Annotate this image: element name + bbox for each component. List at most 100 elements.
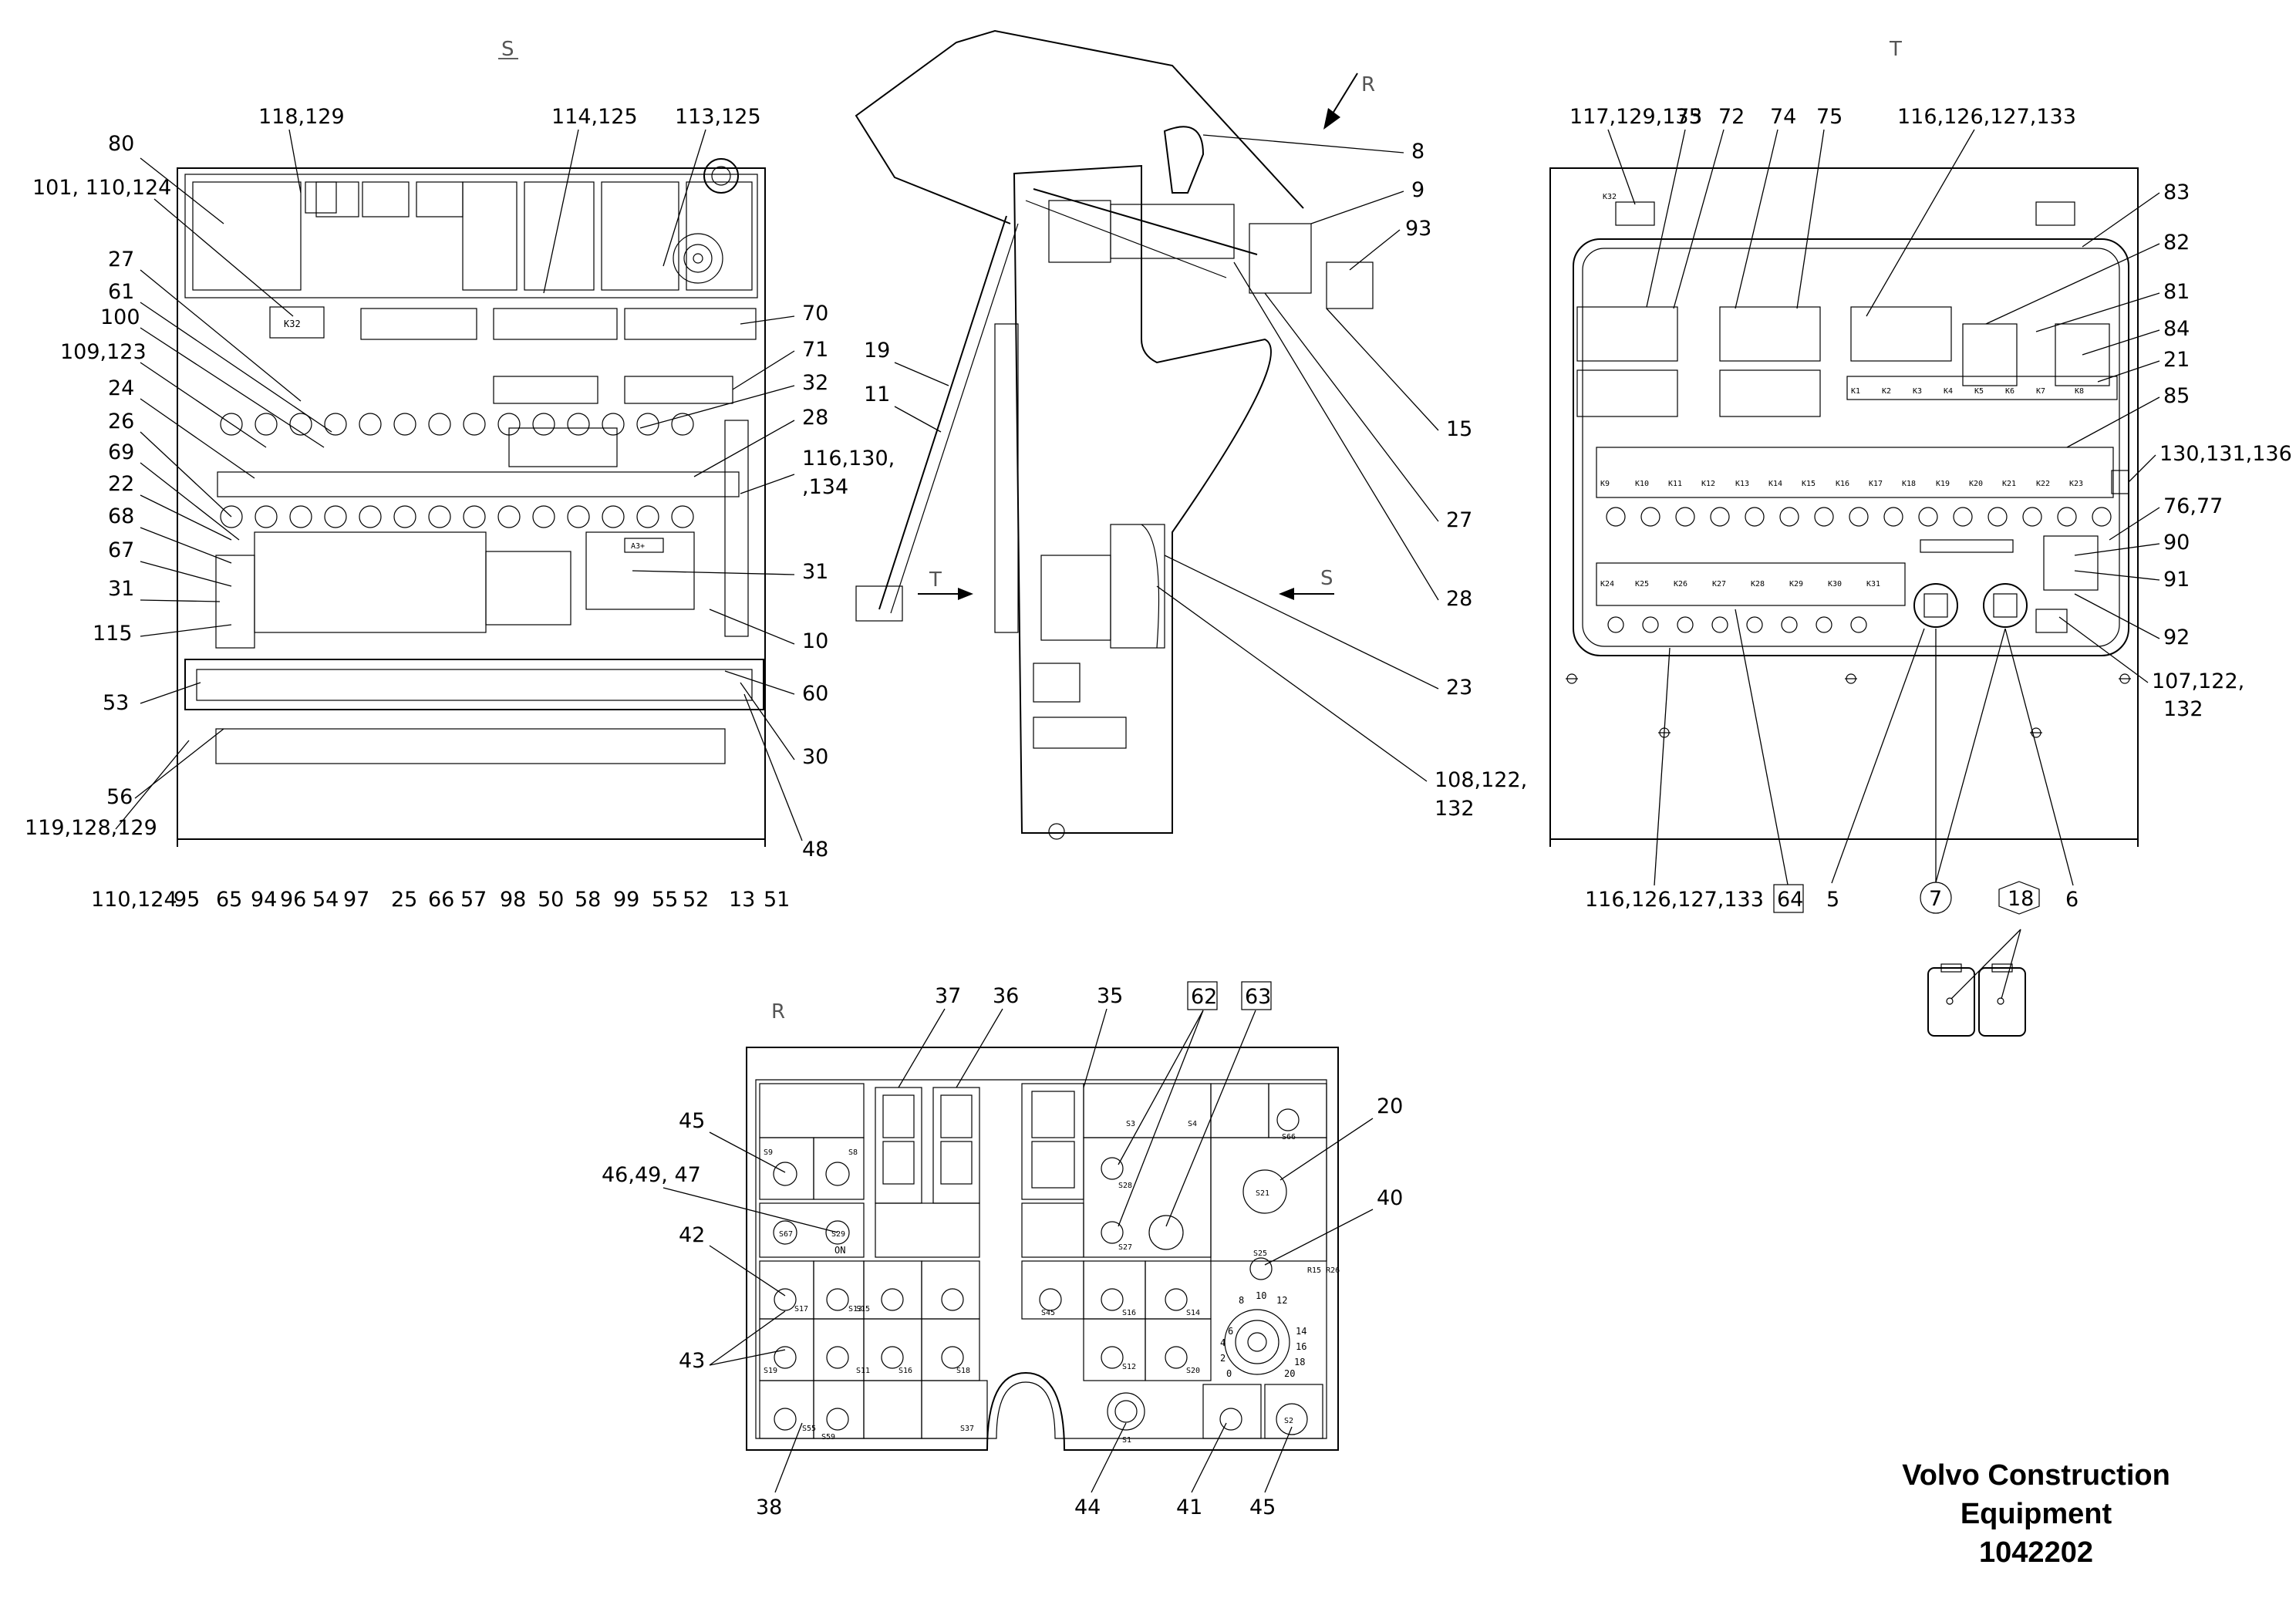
svg-text:99: 99 [613,888,639,912]
svg-text:8: 8 [1411,140,1424,164]
svg-text:58: 58 [575,888,601,912]
svg-text:67: 67 [108,538,134,562]
svg-text:10: 10 [802,629,828,653]
svg-text:116,130,: 116,130, [802,447,895,470]
svg-text:S16: S16 [1122,1309,1136,1317]
svg-text:S9: S9 [764,1148,773,1157]
svg-text:44: 44 [1074,1496,1101,1519]
view-label-s: S [501,38,514,61]
svg-text:57: 57 [460,888,487,912]
svg-text:S37: S37 [960,1425,974,1433]
svg-text:130,131,136: 130,131,136 [2159,442,2292,466]
svg-text:S15: S15 [856,1305,870,1313]
svg-text:K17: K17 [1869,480,1883,488]
svg-text:84: 84 [2163,317,2190,341]
svg-text:S29: S29 [831,1230,845,1239]
svg-text:S66: S66 [1282,1133,1296,1141]
terminal-block-row [360,308,757,404]
svg-text:96: 96 [280,888,306,912]
svg-text:50: 50 [538,888,564,912]
svg-text:36: 36 [993,984,1019,1008]
svg-text:45: 45 [679,1109,705,1133]
svg-text:45: 45 [1249,1496,1276,1519]
svg-text:92: 92 [2163,626,2190,649]
svg-text:K14: K14 [1768,480,1782,488]
title-stamp: Volvo Construction Equipment 1042202 [1836,1456,2237,1572]
svg-text:S4: S4 [1188,1120,1197,1128]
svg-text:27: 27 [1446,508,1472,532]
svg-text:18: 18 [1294,1357,1305,1367]
svg-text:132: 132 [1435,797,1475,821]
svg-text:S2: S2 [1284,1417,1293,1425]
svg-text:K30: K30 [1828,580,1842,588]
svg-text:S8: S8 [848,1148,858,1157]
svg-text:R: R [1361,73,1375,96]
svg-text:S1: S1 [1122,1436,1131,1445]
svg-text:5: 5 [1826,888,1839,912]
svg-text:55: 55 [652,888,678,912]
view-label-t: T [1889,38,1902,61]
view-s-labels: 118,129 114,125 113,125 80 101, 110,124 … [25,105,895,912]
svg-text:S13: S13 [848,1305,862,1313]
svg-text:R15 R26: R15 R26 [1307,1266,1340,1275]
svg-text:65: 65 [216,888,242,912]
svg-text:S11: S11 [856,1367,870,1375]
svg-text:91: 91 [2163,568,2190,592]
svg-text:110,124: 110,124 [91,888,177,912]
svg-text:12: 12 [1276,1295,1287,1306]
svg-text:114,125: 114,125 [551,105,638,129]
svg-text:132: 132 [2163,697,2203,721]
svg-text:K18: K18 [1902,480,1916,488]
svg-text:K31: K31 [1866,580,1880,588]
svg-text:81: 81 [2163,280,2190,304]
svg-text:S28: S28 [1118,1182,1132,1190]
svg-text:K4: K4 [1944,387,1953,396]
svg-text:S21: S21 [1256,1189,1269,1198]
mounting-holes [220,413,694,528]
svg-text:K1: K1 [1851,387,1860,396]
svg-text:K3: K3 [1913,387,1922,396]
svg-text:K27: K27 [1712,580,1726,588]
svg-text:K26: K26 [1674,580,1687,588]
svg-text:80: 80 [108,132,134,156]
svg-text:K6: K6 [2005,387,2014,396]
svg-text:116,126,127,133: 116,126,127,133 [1585,888,1764,912]
callout-box-63 [1241,981,1272,1010]
svg-text:S19: S19 [764,1367,777,1375]
svg-text:69: 69 [108,440,134,464]
svg-text:S27: S27 [1118,1243,1132,1252]
view-r-panel: S9 S8 S67 S29 S3 S4 S66 S21 S28 S27 S25 … [746,1047,1340,1451]
svg-text:75: 75 [1816,105,1843,129]
svg-text:97: 97 [343,888,369,912]
company-line-1: Volvo Construction [1902,1459,2170,1492]
svg-text:48: 48 [802,838,828,862]
svg-text:109,123: 109,123 [60,340,147,364]
svg-text:10: 10 [1256,1290,1266,1301]
svg-text:51: 51 [764,888,790,912]
svg-text:38: 38 [756,1496,782,1519]
svg-text:K15: K15 [1802,480,1816,488]
svg-text:K21: K21 [2002,480,2016,488]
svg-text:31: 31 [108,577,134,601]
svg-text:21: 21 [2163,348,2190,372]
company-line-2: Equipment [1960,1498,2112,1530]
svg-text:T: T [929,568,942,592]
svg-text:62: 62 [1191,985,1217,1009]
svg-text:S18: S18 [956,1367,970,1375]
svg-text:K10: K10 [1635,480,1649,488]
svg-text:30: 30 [802,745,828,769]
svg-text:41: 41 [1176,1496,1202,1519]
top-panel-modules [192,158,753,291]
view-t-labels: 117,129,135 73 72 74 75 116,126,127,133 … [1569,105,2292,915]
view-s-leaders [115,129,803,841]
svg-text:71: 71 [802,338,828,362]
svg-text:24: 24 [108,376,134,400]
svg-text:76,77: 76,77 [2163,494,2223,518]
svg-text:61: 61 [108,280,134,304]
svg-text:4: 4 [1220,1337,1226,1348]
side-view-leaders [894,134,1439,782]
svg-text:K12: K12 [1701,480,1715,488]
svg-text:K32: K32 [1603,193,1617,201]
svg-text:116,126,127,133: 116,126,127,133 [1897,105,2076,129]
